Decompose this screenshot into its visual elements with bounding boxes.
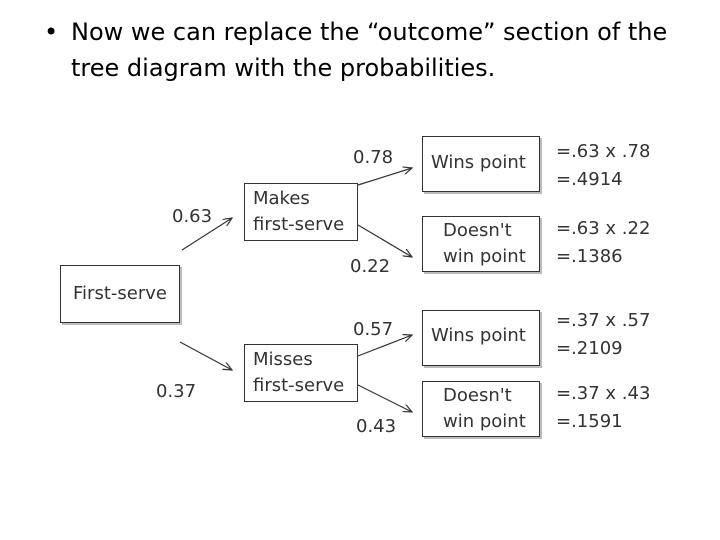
- prob-makes: 0.63: [172, 206, 213, 227]
- node-misses-line1: Misses: [253, 349, 313, 370]
- outcome-makes-doesnt-line2: win point: [443, 246, 526, 267]
- prob-makes-wins: 0.78: [353, 147, 394, 168]
- calc-makes-doesnt-result: =.1386: [556, 246, 623, 267]
- prob-misses-wins: 0.57: [353, 319, 394, 340]
- calc-misses-doesnt-expr: =.37 x .43: [556, 383, 651, 404]
- node-misses-doesnt-win: Doesn't win point: [422, 381, 540, 437]
- prob-misses: 0.37: [156, 381, 197, 402]
- calc-misses-wins-expr: =.37 x .57: [556, 310, 651, 331]
- outcome-misses-wins-line1: Wins point: [431, 325, 526, 346]
- arrow-root-to-misses: [179, 341, 232, 370]
- prob-makes-doesnt: 0.22: [350, 256, 391, 277]
- calc-makes-doesnt: =.63 x .22 =.1386: [556, 215, 650, 271]
- calc-misses-wins: =.37 x .57 =.2109: [556, 307, 650, 363]
- node-misses-line2: first-serve: [253, 375, 345, 396]
- calc-makes-wins-expr: =.63 x .78: [556, 141, 651, 162]
- calc-misses-doesnt: =.37 x .43 =.1591: [556, 380, 650, 436]
- bullet-marker: •: [44, 18, 59, 46]
- node-misses-first-serve: Misses first-serve: [244, 344, 358, 402]
- node-makes-first-serve: Makes first-serve: [244, 183, 358, 241]
- outcome-misses-doesnt-line2: win point: [443, 411, 526, 432]
- node-first-serve: First-serve: [60, 265, 180, 323]
- arrow-makes-to-wins: [357, 168, 412, 186]
- outcome-misses-doesnt-line1: Doesn't: [443, 385, 512, 406]
- slide-text: Now we can replace the “outcome” section…: [71, 18, 668, 82]
- calc-makes-doesnt-expr: =.63 x .22: [556, 218, 651, 239]
- arrow-root-to-makes: [181, 218, 232, 251]
- node-makes-doesnt-win: Doesn't win point: [422, 216, 540, 272]
- node-makes-wins-point: Wins point: [422, 136, 540, 192]
- arrow-misses-to-doesnt: [357, 384, 412, 412]
- node-first-serve-label: First-serve: [73, 283, 167, 304]
- arrow-misses-to-wins: [357, 335, 412, 357]
- calc-misses-doesnt-result: =.1591: [556, 411, 623, 432]
- calc-makes-wins-result: =.4914: [556, 169, 623, 190]
- calc-misses-wins-result: =.2109: [556, 338, 623, 359]
- prob-misses-doesnt: 0.43: [356, 416, 397, 437]
- outcome-makes-wins-line1: Wins point: [431, 152, 526, 173]
- outcome-makes-doesnt-line1: Doesn't: [443, 220, 512, 241]
- node-makes-line2: first-serve: [253, 214, 345, 235]
- node-misses-wins-point: Wins point: [422, 310, 540, 366]
- node-makes-line1: Makes: [253, 188, 310, 209]
- arrow-makes-to-doesnt: [357, 224, 412, 257]
- calc-makes-wins: =.63 x .78 =.4914: [556, 138, 650, 194]
